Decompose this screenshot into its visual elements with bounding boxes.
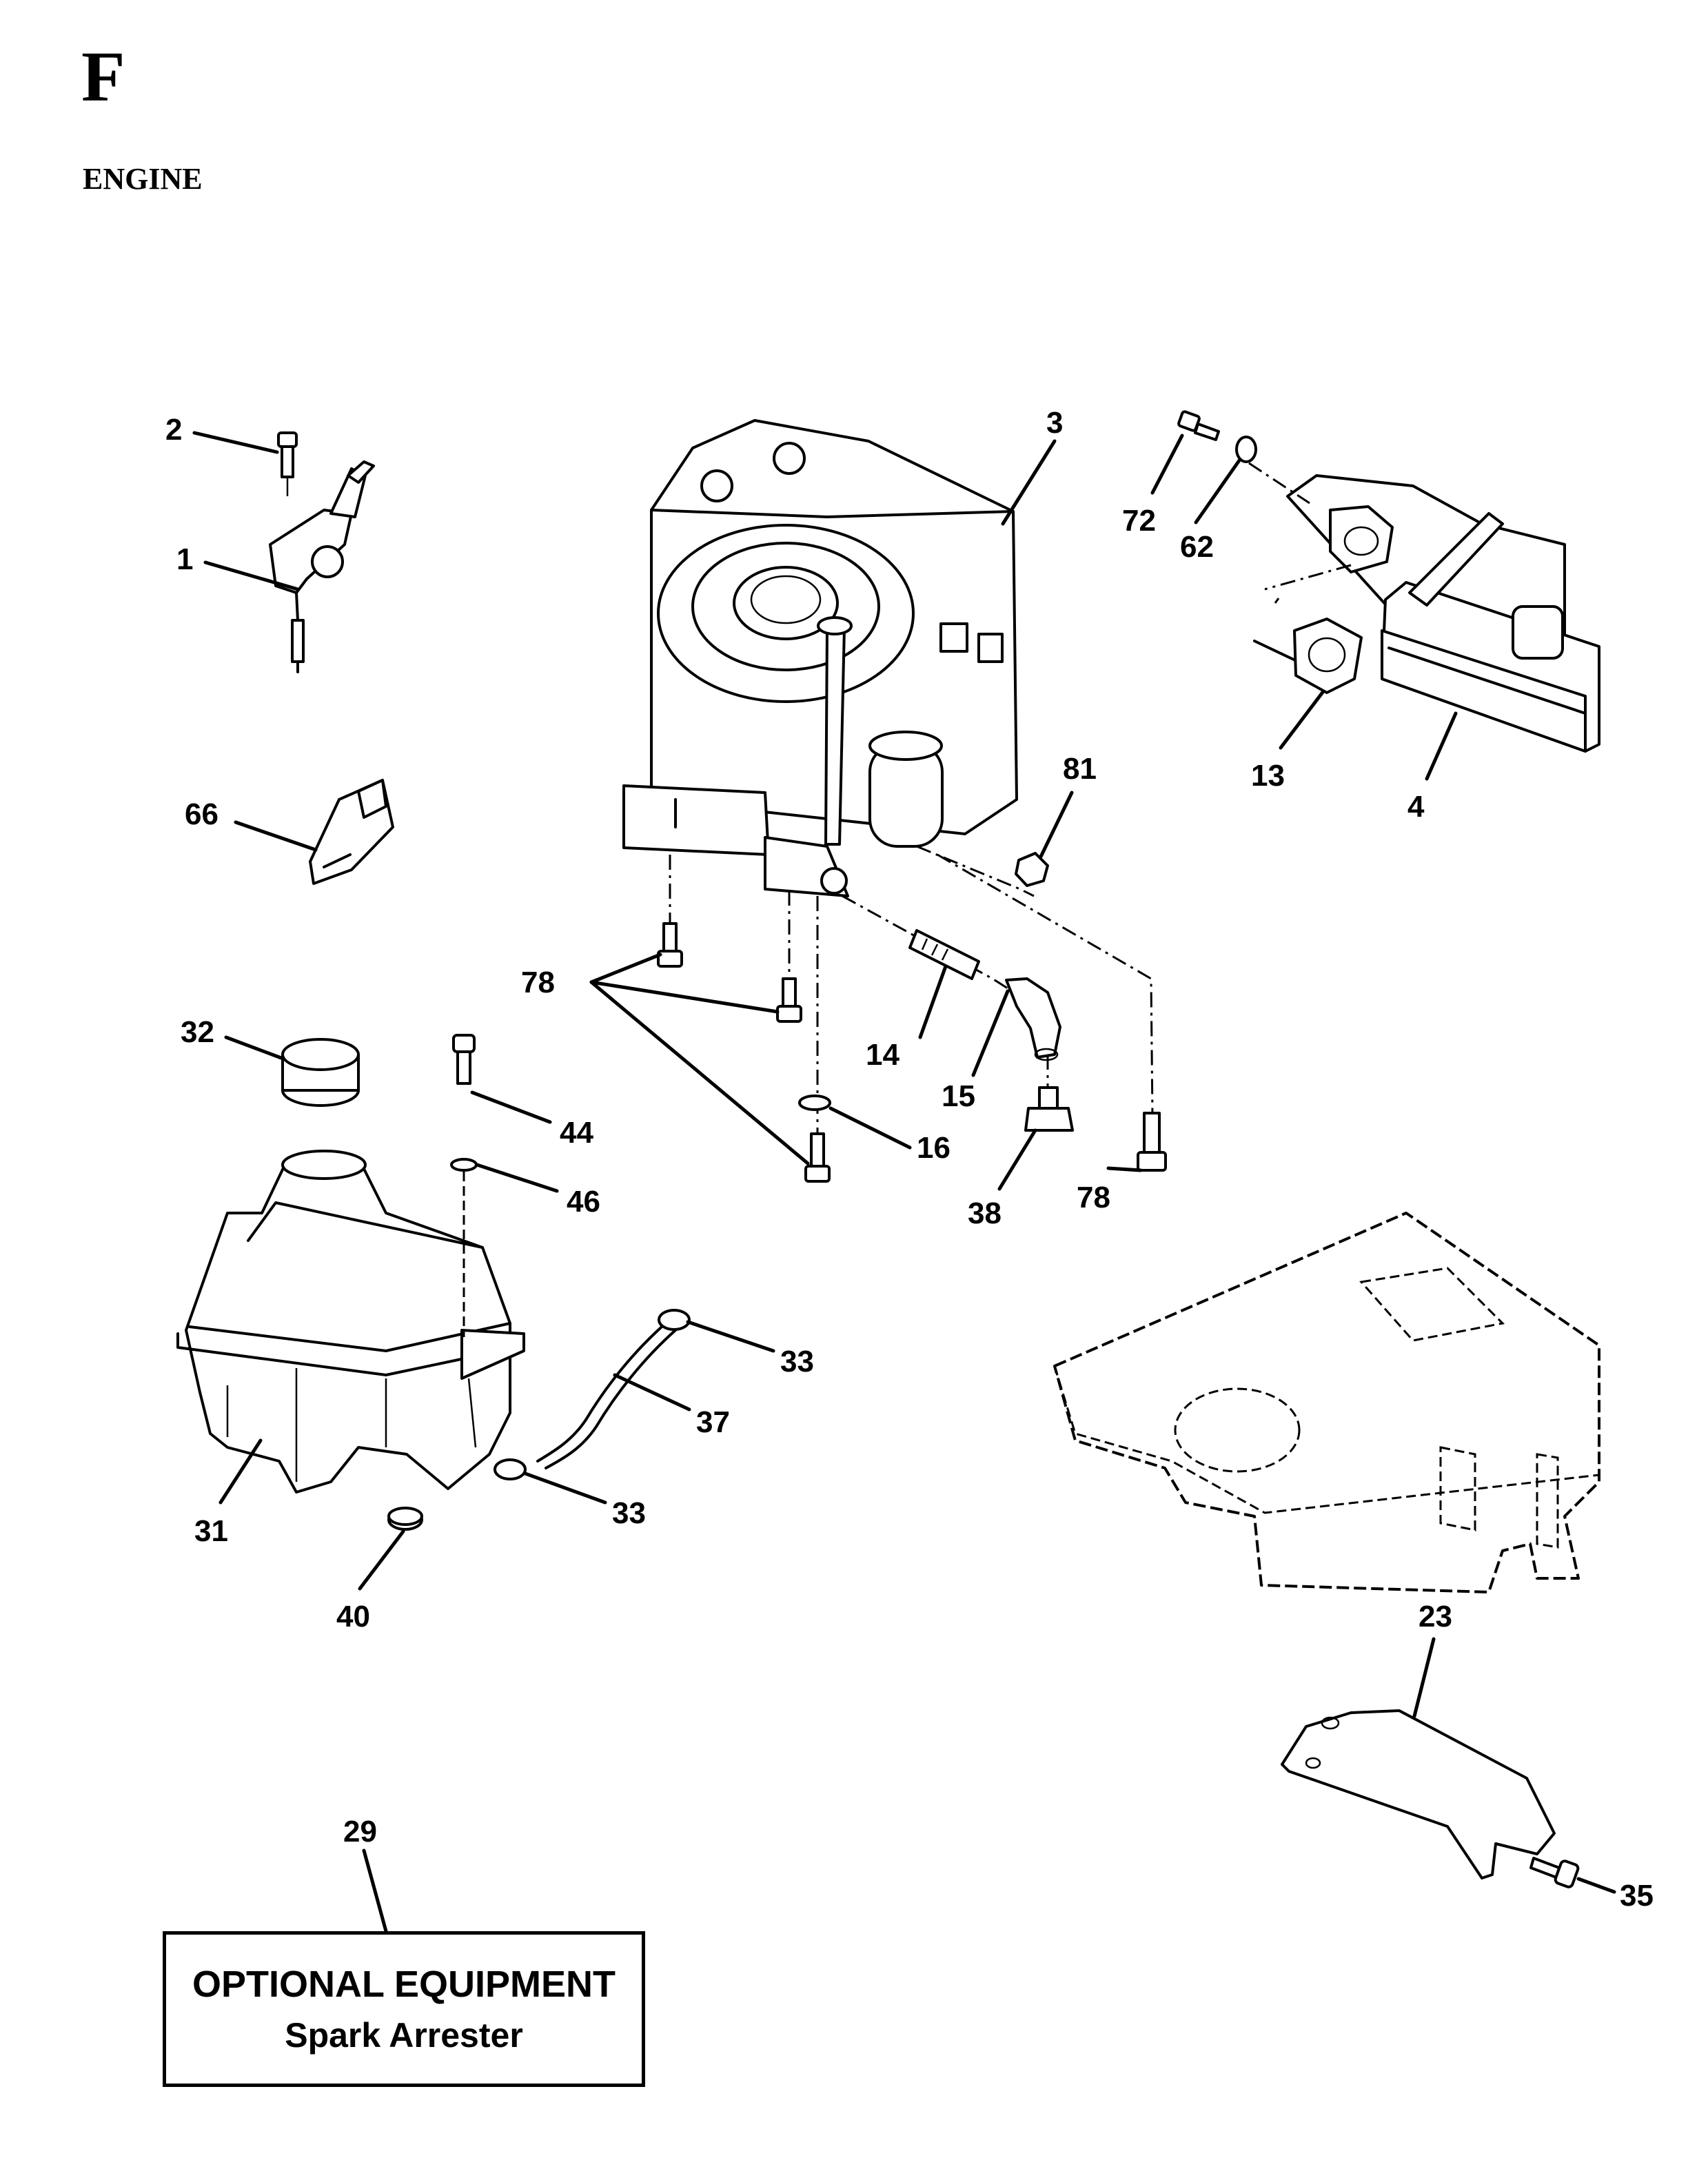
callout-40: 40 <box>336 1600 370 1633</box>
leader-line-72 <box>1150 434 1184 495</box>
callout-23: 23 <box>1419 1600 1452 1633</box>
leader-line-78a-1 <box>589 953 662 984</box>
leader-line-44 <box>470 1090 552 1124</box>
bracket-66-part <box>309 779 394 885</box>
frame-part <box>1053 1212 1600 1593</box>
leader-line-40 <box>358 1529 405 1591</box>
leader-line-81 <box>1039 791 1074 859</box>
leader-line-23 <box>1412 1637 1436 1718</box>
assembly-line <box>1264 564 1352 591</box>
bolt-78d-part <box>1137 1112 1167 1172</box>
callout-31: 31 <box>194 1514 228 1548</box>
callout-35: 35 <box>1620 1879 1654 1913</box>
assembly-line <box>1248 462 1310 505</box>
leader-line-1 <box>203 560 300 591</box>
muffler-part <box>1286 474 1600 753</box>
elbow-part <box>1005 977 1061 1061</box>
leader-line-29 <box>362 1848 388 1933</box>
throttle-screw-part <box>277 431 298 496</box>
assembly-line <box>1274 598 1280 604</box>
callout-13: 13 <box>1251 759 1285 793</box>
engine-part <box>622 419 1018 897</box>
callout-37: 37 <box>696 1405 730 1439</box>
bolt-78b-part <box>776 977 802 1023</box>
leader-line-4 <box>1425 711 1458 781</box>
shield-screw-part <box>1529 1857 1580 1888</box>
leader-line-38 <box>997 1128 1037 1191</box>
leader-line-78b <box>1106 1166 1143 1172</box>
optional-equipment-box: OPTIONAL EQUIPMENT Spark Arrester <box>163 1931 645 2087</box>
leader-line-35 <box>1576 1877 1616 1894</box>
callout-4: 4 <box>1407 790 1425 824</box>
leader-line-62 <box>1194 458 1241 524</box>
callout-62: 62 <box>1180 530 1214 564</box>
callout-78a: 78 <box>521 966 555 999</box>
assembly-line <box>937 853 1154 1117</box>
nut-81-part <box>1015 852 1049 887</box>
section-letter: F <box>81 37 125 116</box>
leader-line-2 <box>192 431 279 454</box>
callout-33b: 33 <box>612 1496 646 1530</box>
callout-44: 44 <box>560 1116 593 1150</box>
leader-line-33b <box>523 1471 607 1505</box>
exhaust-bolt-part <box>1177 410 1220 441</box>
callout-81: 81 <box>1063 752 1097 786</box>
callout-72: 72 <box>1122 504 1156 538</box>
callout-29: 29 <box>343 1815 377 1848</box>
callout-33a: 33 <box>780 1345 814 1378</box>
callout-1: 1 <box>176 542 193 576</box>
leader-line-33a <box>686 1320 775 1353</box>
fuel-cap-part <box>281 1038 360 1107</box>
callout-38: 38 <box>968 1196 1002 1230</box>
section-title: ENGINE <box>83 162 203 196</box>
callout-78b: 78 <box>1077 1181 1110 1214</box>
optional-equipment-subtitle: Spark Arrester <box>285 2015 523 2055</box>
fuel-tank-part <box>176 1150 525 1494</box>
leader-line-66 <box>234 820 318 852</box>
leader-line-78a-2 <box>589 980 780 1014</box>
tank-screw-part <box>452 1034 476 1085</box>
leader-line-13 <box>1279 689 1325 750</box>
leader-line-32 <box>224 1035 283 1060</box>
callout-32: 32 <box>181 1015 214 1049</box>
plug-part <box>1024 1086 1074 1132</box>
gasket-part <box>1293 618 1363 694</box>
assembly-line <box>916 845 1035 897</box>
callout-3: 3 <box>1046 406 1063 440</box>
leader-line-14 <box>918 964 948 1039</box>
hose-clamp-part <box>658 1309 691 1331</box>
throttle-control-part <box>269 460 375 673</box>
washer-part <box>1235 436 1257 463</box>
bolt-78c-part <box>804 1132 831 1183</box>
leader-line-78a-3 <box>589 980 810 1165</box>
hose-clamp-part <box>494 1458 527 1480</box>
leader-line-37 <box>613 1373 691 1412</box>
callout-66: 66 <box>185 797 218 831</box>
callout-14: 14 <box>866 1038 899 1072</box>
tank-washer-part <box>450 1158 478 1172</box>
callout-15: 15 <box>942 1079 975 1113</box>
pipe-nipple-part <box>908 929 980 980</box>
leader-line-31 <box>218 1438 263 1505</box>
leader-line-16 <box>828 1106 912 1150</box>
grommet-part <box>387 1507 423 1531</box>
callout-46: 46 <box>567 1185 600 1219</box>
bolt-78a-part <box>657 922 683 968</box>
heat-shield-part <box>1281 1709 1556 1880</box>
lock-washer-part <box>798 1094 831 1111</box>
optional-equipment-title: OPTIONAL EQUIPMENT <box>192 1964 616 2006</box>
leader-line-46 <box>475 1163 559 1193</box>
leader-line-3 <box>1001 439 1057 526</box>
callout-2: 2 <box>165 413 182 447</box>
leader-line-15 <box>971 989 1010 1077</box>
callout-16: 16 <box>917 1131 950 1165</box>
fuel-line-part <box>536 1321 677 1469</box>
